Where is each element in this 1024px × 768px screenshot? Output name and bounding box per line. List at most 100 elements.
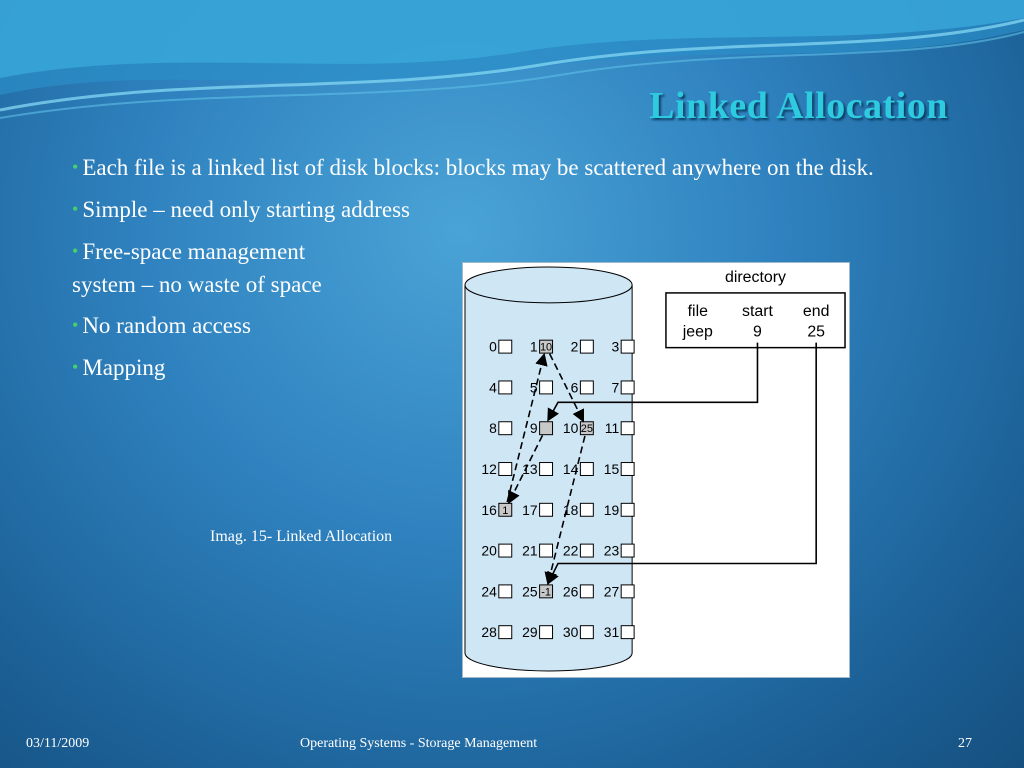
free-block: [498, 421, 513, 436]
bullet-text: Mapping: [82, 355, 166, 380]
free-block: [539, 625, 554, 640]
free-block: [620, 462, 635, 476]
directory-start-arrow: [547, 342, 759, 422]
free-block: [620, 625, 635, 640]
block-number: 25: [522, 583, 538, 599]
block-number: 9: [530, 420, 538, 436]
block-number: 19: [604, 502, 620, 518]
figure-caption: Imag. 15- Linked Allocation: [210, 528, 393, 545]
block-number: 6: [571, 379, 579, 395]
free-block: [579, 502, 594, 517]
directory-cell-start: 9: [753, 324, 762, 341]
directory-end-arrow: [547, 342, 817, 585]
bullet-item: •Each file is a linked list of disk bloc…: [72, 152, 952, 185]
directory-table: directory file start end jeep 9 25: [665, 269, 846, 349]
bullet-text: Each file is a linked list of disk block…: [82, 155, 874, 180]
bullet-text: system – no waste of space: [72, 272, 322, 297]
block-number: 28: [481, 624, 497, 640]
bullet-dot-icon: •: [72, 157, 79, 177]
directory-header-end: end: [803, 303, 830, 320]
block-number: 2: [571, 339, 579, 355]
chain-arrow: [508, 434, 544, 505]
block-number: 7: [611, 379, 619, 395]
chain-arrow: [506, 352, 548, 503]
footer-date: 03/11/2009: [26, 736, 90, 751]
directory-box: [665, 292, 846, 349]
block-pointer-value: 1: [502, 505, 508, 517]
bullet-text: Free-space management: [82, 239, 306, 264]
block-number: 11: [605, 420, 620, 436]
directory-header-start: start: [742, 303, 774, 320]
free-block: [498, 380, 513, 395]
free-block: [539, 502, 554, 517]
bullet-continuation: system – no waste of space: [72, 269, 952, 301]
bullet-item: •Mapping: [72, 352, 952, 385]
directory-header-file: file: [688, 303, 708, 320]
used-block: [498, 502, 513, 517]
free-block: [620, 421, 635, 436]
block-number: 27: [604, 583, 620, 599]
block-number: 16: [481, 502, 497, 518]
block-number: 3: [611, 339, 619, 355]
used-block: [579, 421, 594, 436]
free-block: [498, 584, 513, 599]
directory-cell-end: 25: [807, 324, 825, 341]
free-block: [579, 625, 594, 640]
block-number: 26: [563, 583, 579, 599]
directory-label: directory: [725, 269, 786, 286]
block-number: 23: [604, 543, 620, 559]
block-number: 13: [522, 461, 538, 477]
block-number: 12: [481, 461, 497, 477]
block-number: 15: [604, 461, 620, 477]
footer-page-number: 27: [958, 736, 972, 751]
free-block: [620, 502, 635, 517]
block-number: 17: [522, 502, 538, 518]
block-number: 29: [522, 624, 538, 640]
free-block: [498, 543, 513, 558]
directory-cell-file: jeep: [682, 324, 713, 341]
free-block: [498, 625, 513, 640]
bullet-dot-icon: •: [72, 315, 79, 335]
bullet-list: •Each file is a linked list of disk bloc…: [72, 152, 952, 394]
block-pointer-value: 25: [581, 423, 593, 435]
block-number: 24: [481, 583, 497, 599]
block-number: 10: [563, 420, 579, 436]
chain-arrow: [548, 353, 585, 423]
free-block: [579, 462, 594, 476]
header-wave-decoration: [0, 0, 1024, 119]
free-block: [620, 380, 635, 395]
slide-title: Linked Allocation: [649, 85, 948, 127]
pointer-arrows: [506, 342, 817, 586]
block-pointer-value: 10: [540, 342, 552, 354]
block-number: 30: [563, 624, 579, 640]
free-block: [539, 462, 554, 476]
block-number: 14: [563, 461, 579, 477]
bullet-item: •Free-space management: [72, 236, 952, 269]
block-number: 1: [530, 339, 538, 355]
free-block: [579, 543, 594, 558]
block-number: 5: [530, 379, 538, 395]
block-number: 20: [481, 543, 497, 559]
free-block: [579, 584, 594, 599]
bullet-text: Simple – need only starting address: [82, 197, 411, 222]
footer-title: Operating Systems - Storage Management: [300, 736, 538, 751]
free-block: [498, 339, 513, 354]
free-block: [539, 380, 554, 395]
free-block: [620, 543, 635, 558]
free-block: [620, 339, 635, 354]
block-number: 4: [489, 379, 497, 395]
bullet-item: •Simple – need only starting address: [72, 194, 952, 227]
free-block: [579, 380, 594, 395]
chain-arrow: [544, 435, 586, 586]
block-number: 22: [563, 543, 579, 559]
bullet-dot-icon: •: [72, 241, 79, 261]
free-block: [539, 543, 554, 558]
block-number: 8: [489, 420, 497, 436]
bullet-dot-icon: •: [72, 199, 79, 219]
free-block: [620, 584, 635, 599]
free-block: [579, 339, 594, 354]
bullet-dot-icon: •: [72, 357, 79, 377]
